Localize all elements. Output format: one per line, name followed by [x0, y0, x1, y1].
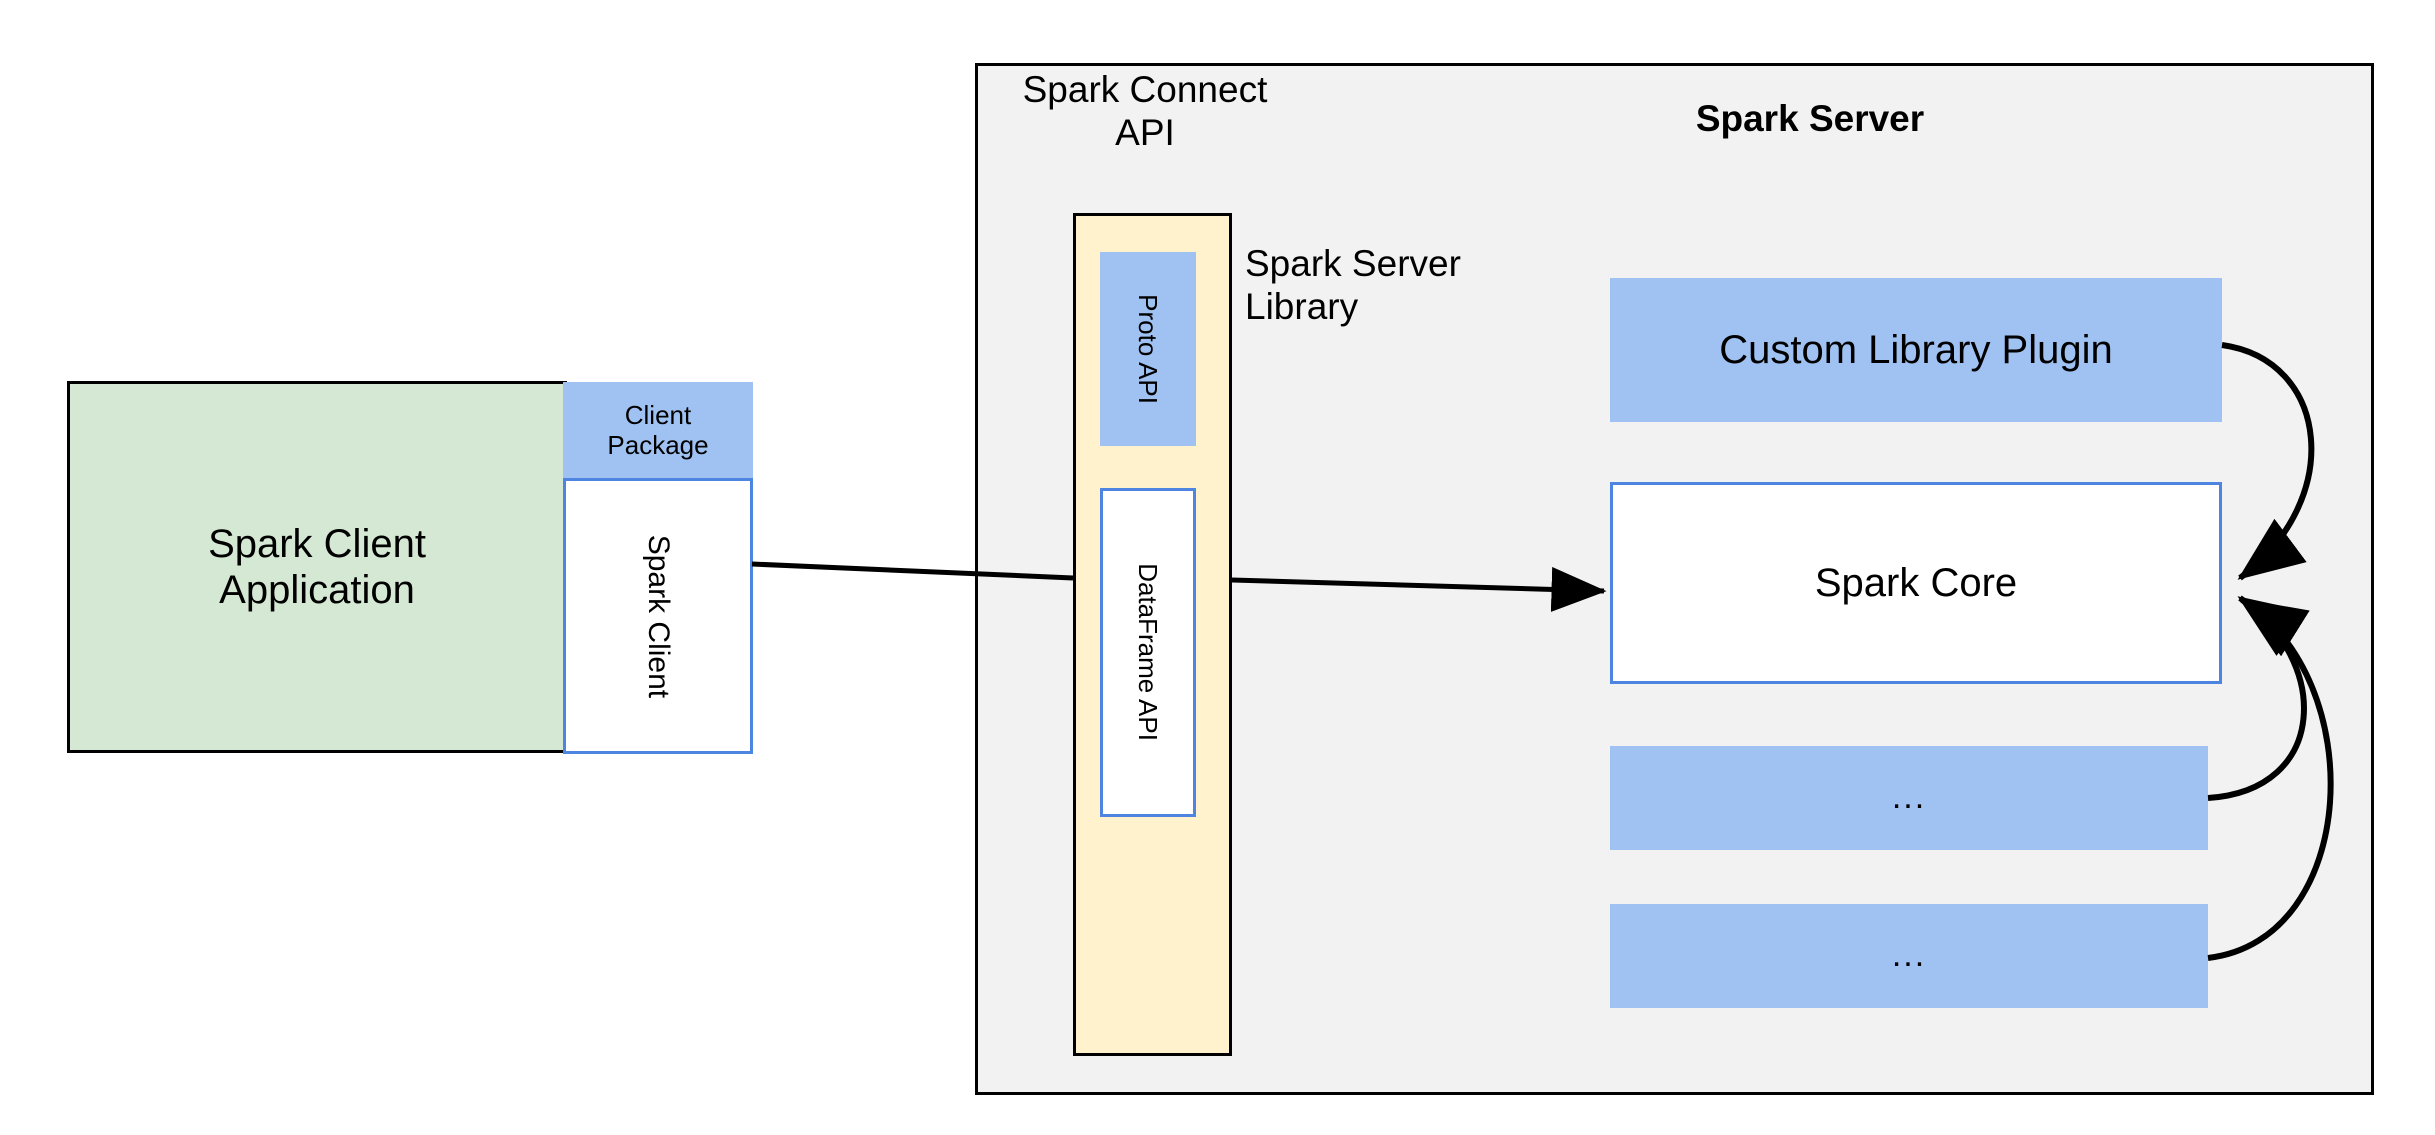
spark-client-label: Spark Client — [642, 534, 676, 698]
proto-api-label: Proto API — [1133, 294, 1164, 404]
custom-library-plugin-box[interactable]: Custom Library Plugin — [1610, 278, 2222, 422]
client-package-label-line1: Client — [624, 399, 692, 430]
ellipsis-box-2[interactable]: ... — [1610, 904, 2208, 1008]
ellipsis-box-1-label: ... — [1891, 778, 1927, 817]
spark-connect-api-label-line1: Spark Connect — [1022, 69, 1268, 111]
proto-api-box[interactable]: Proto API — [1100, 252, 1196, 446]
spark-server-library-label: Spark Server Library — [1245, 240, 1535, 332]
spark-core-box[interactable]: Spark Core — [1610, 482, 2222, 684]
custom-library-plugin-label: Custom Library Plugin — [1719, 327, 2113, 372]
spark-server-library-label-line1: Spark Server — [1245, 243, 1461, 285]
spark-server-title: Spark Server — [1695, 98, 1925, 139]
spark-server-library-label-line2: Library — [1245, 286, 1359, 327]
dataframe-api-box[interactable]: DataFrame API — [1100, 488, 1196, 817]
spark-client-application-label-line1: Spark Client — [208, 521, 426, 566]
ellipsis-box-2-label: ... — [1891, 936, 1927, 975]
spark-client-application-box[interactable]: Spark Client Application — [67, 381, 567, 753]
dataframe-api-label: DataFrame API — [1133, 563, 1164, 742]
spark-core-label: Spark Core — [1814, 560, 2018, 605]
spark-connect-api-label-line2: API — [1115, 112, 1175, 153]
client-package-box[interactable]: Client Package — [563, 382, 753, 478]
spark-client-box[interactable]: Spark Client — [563, 478, 753, 754]
spark-client-application-label-line2: Application — [219, 568, 415, 612]
ellipsis-box-1[interactable]: ... — [1610, 746, 2208, 850]
client-package-label-line2: Package — [607, 430, 709, 460]
spark-connect-api-label: Spark Connect API — [1000, 66, 1290, 158]
